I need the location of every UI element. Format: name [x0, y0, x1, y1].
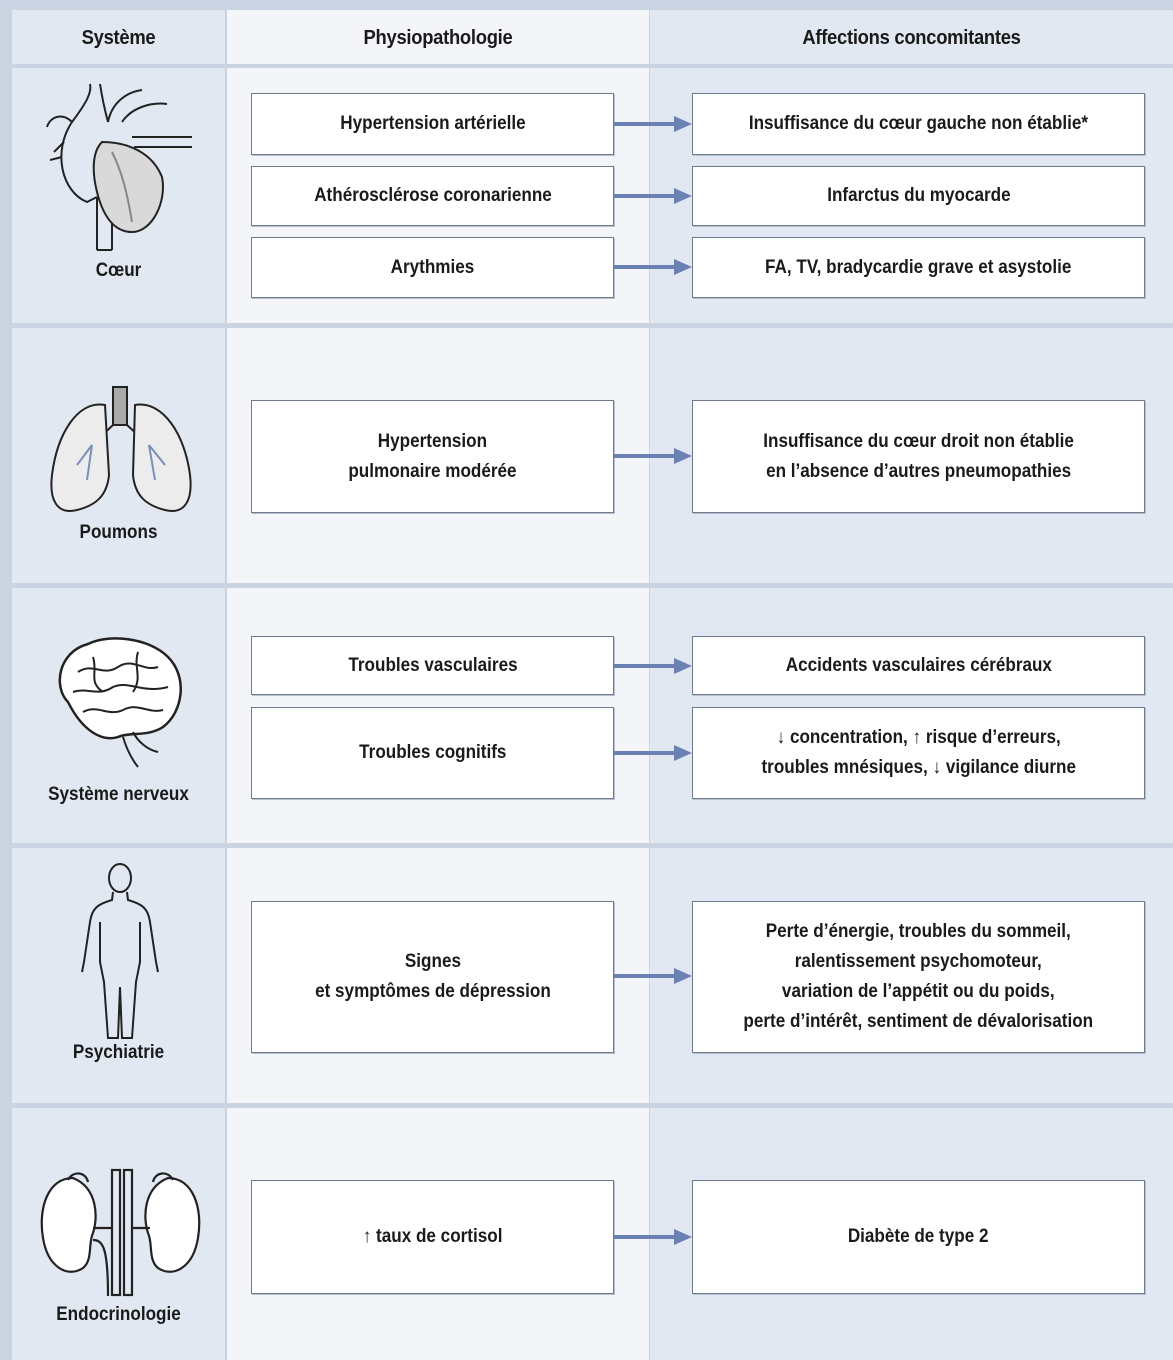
system-label-nerveux: Système nerveux — [48, 784, 189, 805]
section-divider — [12, 323, 1173, 328]
affection-box: Perte d’énergie, troubles du sommeil, ra… — [692, 901, 1145, 1053]
affection-box: FA, TV, bradycardie grave et asystolie — [692, 237, 1145, 298]
affection-box: Diabète de type 2 — [692, 1180, 1145, 1294]
system-label-poumons: Poumons — [79, 522, 158, 543]
arrow-connector — [614, 658, 692, 674]
lungs-icon — [47, 385, 195, 525]
kidneys-adrenal-icon — [38, 1168, 203, 1303]
arrow-connector — [614, 188, 692, 204]
affection-box: Insuffisance du cœur gauche non établie* — [692, 93, 1145, 155]
header-divider — [12, 64, 1173, 68]
system-label-psychiatrie: Psychiatrie — [72, 1042, 165, 1063]
arrow-connector — [614, 968, 692, 984]
physio-box: ↑ taux de cortisol — [251, 1180, 614, 1294]
physio-box: Hypertension pulmonaire modérée — [251, 400, 614, 513]
system-label-coeur: Cœur — [95, 260, 142, 281]
human-body-icon — [78, 862, 162, 1047]
arrow-connector — [614, 448, 692, 464]
header-physio: Physiopathologie — [363, 26, 513, 49]
physio-box: Athérosclérose coronarienne — [251, 166, 614, 226]
system-label-endocrinologie: Endocrinologie — [56, 1304, 181, 1325]
affection-box: Infarctus du myocarde — [692, 166, 1145, 226]
physio-box: Signes et symptômes de dépression — [251, 901, 614, 1053]
arrow-connector — [614, 745, 692, 761]
physio-box: Troubles cognitifs — [251, 707, 614, 799]
section-divider — [12, 843, 1173, 848]
header-affections: Affections concomitantes — [802, 26, 1021, 49]
arrow-connector — [614, 1229, 692, 1245]
brain-icon — [48, 632, 188, 777]
affection-box: Accidents vasculaires cérébraux — [692, 636, 1145, 695]
affection-box: ↓ concentration, ↑ risque d’erreurs, tro… — [692, 707, 1145, 799]
header-system: Système — [81, 26, 156, 49]
section-divider — [12, 583, 1173, 588]
section-divider — [12, 1103, 1173, 1108]
physio-box: Hypertension artérielle — [251, 93, 614, 155]
physio-box: Troubles vasculaires — [251, 636, 614, 695]
physio-box: Arythmies — [251, 237, 614, 298]
arrow-connector — [614, 116, 692, 132]
affection-box: Insuffisance du cœur droit non établie e… — [692, 400, 1145, 513]
heart-icon — [42, 82, 197, 262]
arrow-connector — [614, 259, 692, 275]
